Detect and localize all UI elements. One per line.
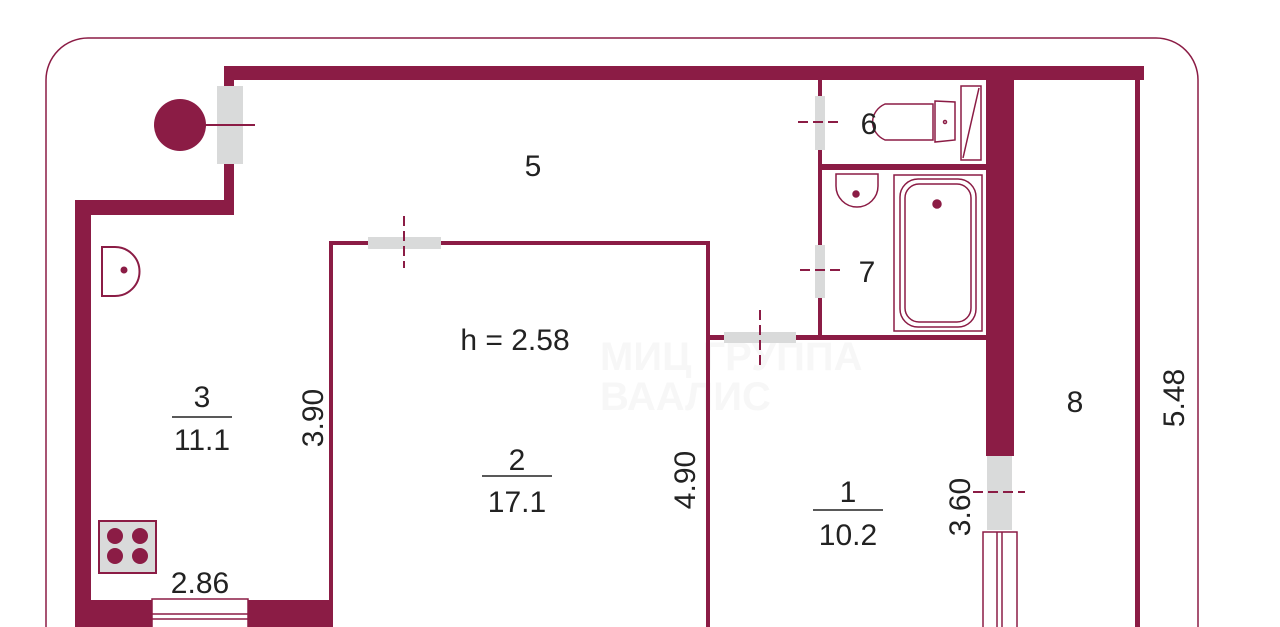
room-8-label: 8: [1067, 386, 1084, 419]
room-5-label: 5: [525, 150, 542, 183]
dim-room2-right: 4.90: [669, 451, 702, 509]
bathtub-icon: [893, 174, 983, 332]
wall-load-bearing: [986, 80, 1014, 456]
window-kitchen[interactable]: [151, 598, 249, 627]
svg-text:ВААЛИС: ВААЛИС: [600, 375, 771, 419]
toilet-icon: [871, 85, 982, 161]
room-7-label: 7: [859, 256, 876, 289]
room-1-area: 10.2: [819, 519, 877, 552]
wall-left: [75, 200, 91, 627]
door-bath[interactable]: [815, 245, 825, 298]
ceiling-height: h = 2.58: [460, 324, 569, 357]
dim-room1-right: 3.60: [944, 478, 977, 536]
room-3-number: 3: [194, 381, 211, 414]
riser-icon: [154, 99, 206, 151]
room-6-label: 6: [861, 108, 878, 141]
door-room2[interactable]: [368, 237, 441, 249]
kitchen-sink-icon: [101, 246, 141, 297]
window-room1[interactable]: [982, 531, 1018, 627]
wall-wc-bath: [820, 164, 986, 170]
wall-bath-left: [818, 80, 822, 338]
room-1-number: 1: [840, 476, 857, 509]
wall-room2-right: [706, 241, 710, 627]
room-3-area: 11.1: [174, 424, 230, 457]
dim-kitchen-width: 2.86: [171, 567, 229, 600]
wall-room2-left: [329, 241, 333, 627]
wall-kitchen-top: [75, 200, 234, 215]
plot-border: [45, 37, 1199, 627]
watermark: МИЦ ГРУППА ВААЛИС: [600, 335, 863, 419]
room-2-number: 2: [509, 444, 526, 477]
room-2-area: 17.1: [488, 486, 546, 519]
washbasin-icon: [835, 173, 879, 208]
wall-room2-top: [329, 241, 710, 245]
door-room1[interactable]: [724, 332, 796, 343]
dim-room2-left: 3.90: [297, 389, 330, 447]
stove-icon: [98, 520, 157, 574]
wall-top: [224, 66, 1144, 80]
dim-balcony: 5.48: [1158, 369, 1191, 427]
wall-room1-top: [706, 335, 990, 340]
door-axes: [205, 121, 1025, 493]
wall-balcony: [1135, 80, 1140, 627]
